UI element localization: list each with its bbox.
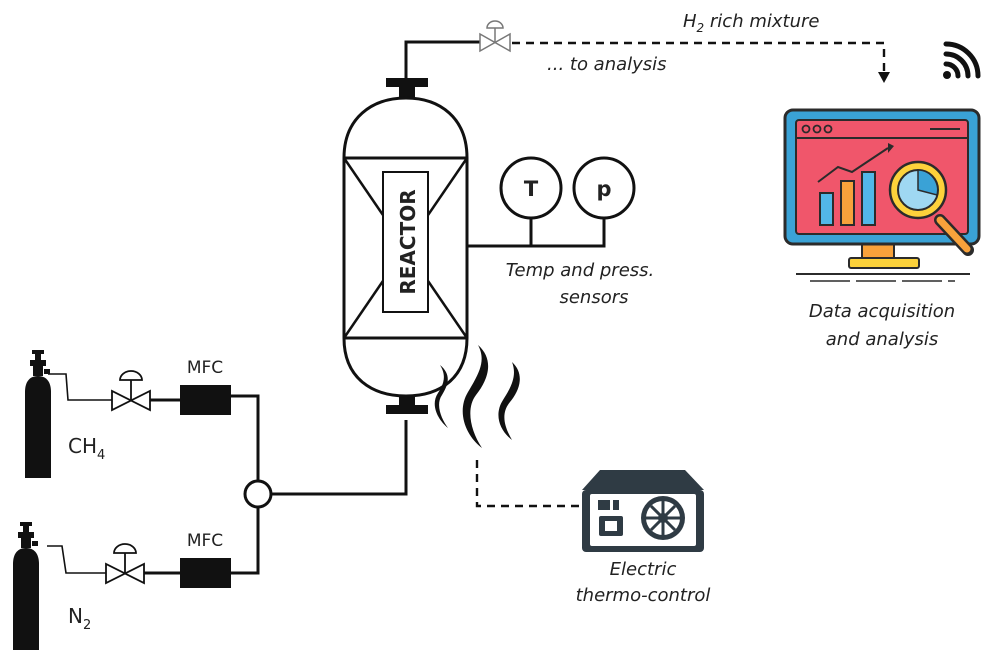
mfc-box-bottom: [180, 558, 231, 588]
ch4-tubing: [48, 373, 112, 401]
thermo-caption-line1: Electric: [610, 559, 677, 580]
thermo-caption-line2: thermo-control: [576, 585, 711, 606]
mfc-top-label: MFC: [187, 358, 223, 378]
power-supply-icon: [582, 470, 704, 552]
sensors-caption-line1: Temp and press.: [506, 260, 655, 281]
temperature-sensor: T: [499, 156, 563, 220]
gas-mixer-junction: [243, 479, 273, 509]
inlet-pipe: [270, 420, 408, 496]
gas-ch4-label: CH4: [68, 434, 105, 463]
mfc-top-to-mixer: [231, 394, 260, 481]
gas-n2-sub: 2: [83, 618, 91, 633]
mfc-bottom-to-mixer: [231, 507, 260, 575]
arrow-down-icon: [878, 72, 890, 83]
sensors-caption-line2: sensors: [559, 287, 628, 308]
reactor-vessel: [342, 78, 469, 414]
to-analysis-label: ... to analysis: [547, 54, 667, 75]
mfc-box-top: [180, 385, 231, 415]
h2-prefix: H: [683, 11, 697, 32]
needle-valve-bottom-icon: [105, 543, 145, 585]
wifi-icon: [943, 41, 981, 79]
reactor-label: REACTOR: [396, 189, 420, 294]
needle-valve-top-icon: [111, 370, 151, 412]
piping: [144, 40, 606, 575]
daq-caption-line1: Data acquisition: [809, 301, 955, 322]
mfc-bottom-label: MFC: [187, 531, 223, 551]
sensor-pipe: [466, 212, 606, 248]
signal-lines: [475, 41, 886, 508]
gas-n2-label: N2: [68, 604, 91, 633]
outlet-valve-icon: [479, 20, 511, 53]
press-sensor-label: p: [596, 177, 611, 201]
n2-tubing: [47, 545, 106, 574]
temp-sensor-label: T: [524, 177, 539, 201]
h2-mixture-label: H2 rich mixture: [683, 11, 819, 35]
outlet-pipe: [404, 40, 480, 80]
cylinder-tubing: [47, 373, 112, 574]
monitor-analytics-icon: [783, 108, 981, 282]
gas-ch4-main: CH: [68, 434, 97, 458]
wifi-dot: [943, 71, 951, 79]
gas-cylinder-ch4-icon: [25, 350, 51, 478]
gas-n2-main: N: [68, 604, 83, 628]
h2-suffix: rich mixture: [704, 11, 819, 32]
gas-cylinder-n2-icon: [13, 522, 39, 650]
to-analysis-dashed-line: [512, 41, 886, 74]
h2-subscript: 2: [697, 21, 705, 35]
gas-ch4-sub: 4: [97, 448, 105, 463]
pressure-sensor: p: [572, 156, 636, 220]
daq-caption-line2: and analysis: [826, 329, 938, 350]
heat-flames-icon: [434, 345, 520, 448]
thermo-control-dashed-line: [475, 460, 580, 508]
